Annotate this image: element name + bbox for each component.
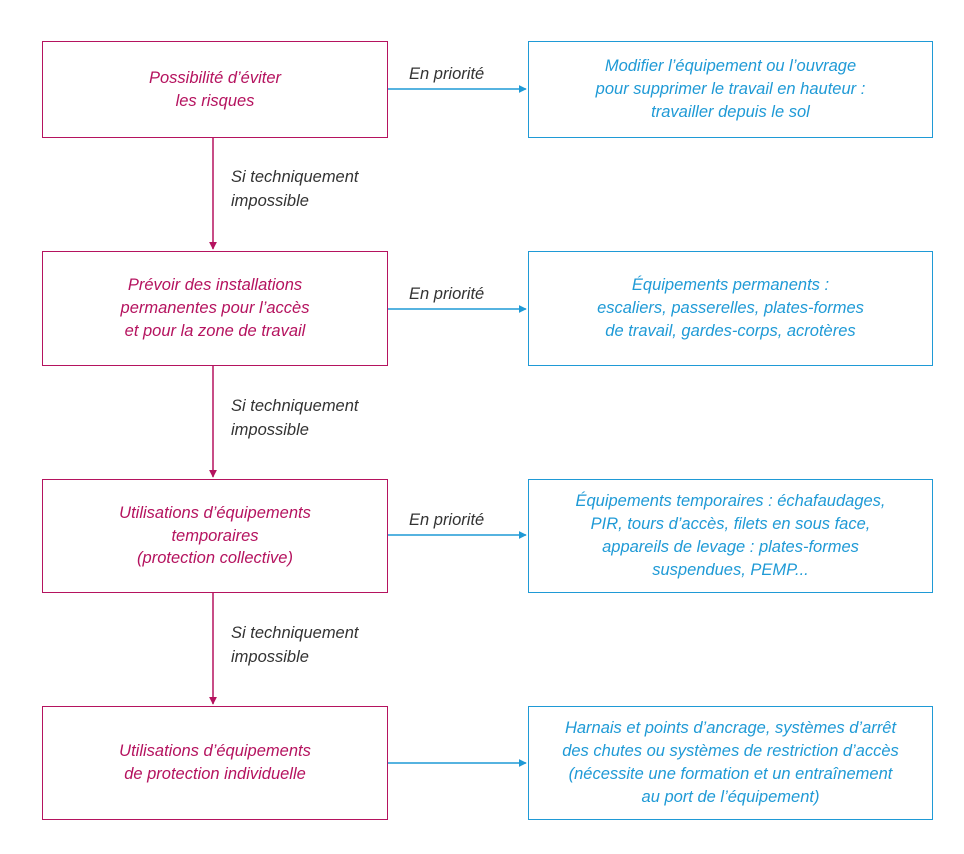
action-2-line-1: Prévoir des installations [127, 276, 303, 295]
result-2-line-2: escaliers, passerelles, plates-formes [597, 299, 864, 318]
result-4-line-2: des chutes ou systèmes de restriction d’… [562, 742, 899, 761]
fallback-label-1: Si techniquement impossible [231, 166, 359, 214]
result-3-line-1: Équipements temporaires : échafaudages, [575, 492, 886, 511]
result-1-line-3: travailler depuis le sol [651, 102, 810, 121]
fallback-label-2: Si techniquement impossible [231, 395, 359, 443]
fallback-1-line-2: impossible [231, 191, 309, 210]
result-4-line-1: Harnais et points d’ancrage, systèmes d’… [564, 719, 897, 738]
result-3-line-3: appareils de levage : plates-formes [602, 538, 859, 556]
fallback-1-line-1: Si techniquement [231, 168, 359, 186]
result-4-line-4: au port de l’équipement) [641, 787, 820, 806]
fallback-3-line-2: impossible [231, 647, 309, 666]
fallback-2-line-1: Si techniquement [231, 397, 359, 415]
result-1-line-2: pour supprimer le travail en hauteur : [595, 80, 866, 99]
action-1-line-2: les risques [175, 91, 255, 110]
result-2-line-3: de travail, gardes-corps, acrotères [605, 321, 856, 340]
action-4-line-2: de protection individuelle [124, 765, 306, 783]
action-box-1: Possibilité d’éviter les risques [42, 41, 388, 138]
result-3-line-2: PIR, tours d’accès, filets en sous face, [590, 515, 871, 534]
result-1-line-1: Modifier l’équipement ou l’ouvrage [604, 57, 857, 76]
action-3-line-1: Utilisations d’équipements [119, 503, 311, 522]
action-3-line-2: temporaires [171, 526, 259, 545]
result-box-3: Équipements temporaires : échafaudages, … [528, 479, 933, 593]
result-box-4: Harnais et points d’ancrage, systèmes d’… [528, 706, 933, 820]
priority-label-2: En priorité [409, 285, 485, 303]
result-3-line-4: suspendues, PEMP... [652, 560, 809, 579]
result-box-1: Modifier l’équipement ou l’ouvrage pour … [528, 41, 933, 138]
result-4-line-3: (nécessite une formation et un entraînem… [568, 765, 893, 783]
action-3-line-3: (protection collective) [137, 549, 293, 568]
fallback-label-3: Si techniquement impossible [231, 622, 359, 670]
result-2-line-1: Équipements permanents : [631, 276, 830, 295]
priority-label-1: En priorité [409, 65, 485, 83]
action-2-line-2: permanentes pour l’accès [120, 299, 310, 318]
action-box-3: Utilisations d’équipements temporaires (… [42, 479, 388, 593]
fallback-2-line-2: impossible [231, 420, 309, 439]
result-box-2: Équipements permanents : escaliers, pass… [528, 251, 933, 366]
fallback-3-line-1: Si techniquement [231, 624, 359, 642]
action-box-2: Prévoir des installations permanentes po… [42, 251, 388, 366]
action-1-line-1: Possibilité d’éviter [148, 68, 282, 87]
action-box-4: Utilisations d’équipements de protection… [42, 706, 388, 820]
action-2-line-3: et pour la zone de travail [124, 321, 306, 340]
priority-label-3: En priorité [409, 511, 485, 529]
action-4-line-1: Utilisations d’équipements [119, 742, 311, 761]
